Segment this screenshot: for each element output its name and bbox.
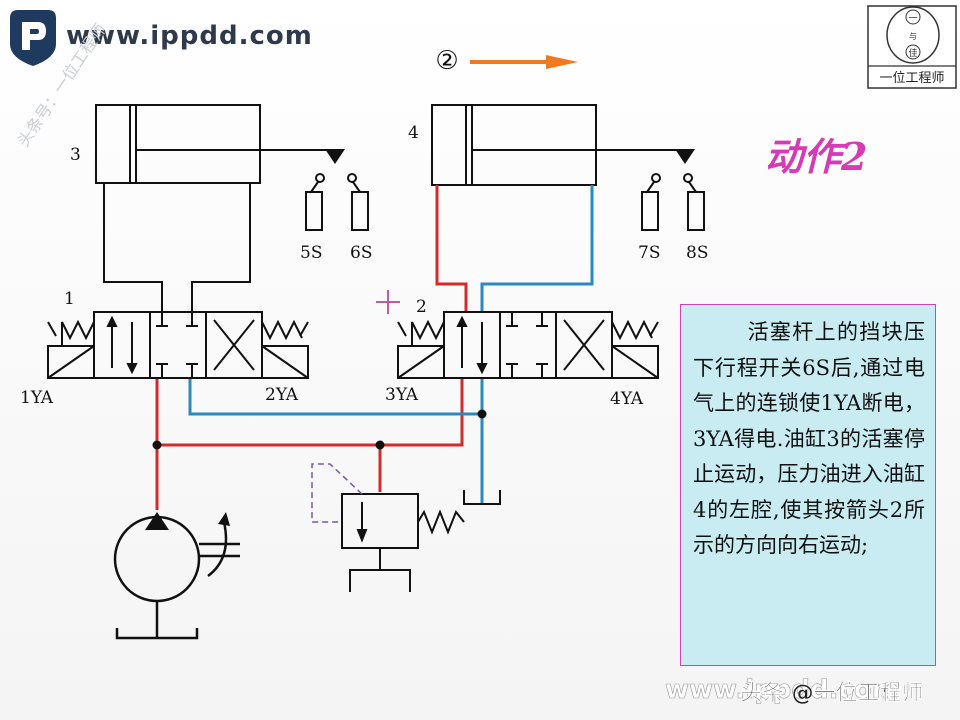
cylinder-3 <box>95 104 328 312</box>
solenoid-4ya-label: 4YA <box>610 389 644 409</box>
cylinder-3-label: 3 <box>70 145 81 165</box>
limit-switch-5s <box>305 173 325 231</box>
pressure-line <box>155 185 468 510</box>
limit-switch-7s <box>641 173 661 231</box>
pump-symbol <box>113 512 240 640</box>
solenoid-2ya-label: 2YA <box>265 385 299 405</box>
switch-6s-label: 6S <box>350 243 372 263</box>
switch-5s-label: 5S <box>300 243 322 263</box>
action-title: 动作2 <box>765 134 867 179</box>
footer-watermark-author: 头条 @一位工程师 <box>740 680 924 706</box>
svg-text:一: 一 <box>908 14 917 24</box>
directional-valve-2 <box>397 311 659 379</box>
svg-text:佳: 佳 <box>908 47 917 59</box>
direction-arrow-icon <box>470 55 578 69</box>
return-line <box>188 185 594 504</box>
description-text: 活塞杆上的挡块压下行程开关6S后,通过电气上的连锁使1YA断电，3YA得电.油缸… <box>693 320 925 557</box>
description-panel: 活塞杆上的挡块压下行程开关6S后,通过电气上的连锁使1YA断电，3YA得电.油缸… <box>680 304 936 666</box>
valve-2-label: 2 <box>416 297 427 317</box>
junction-dot <box>477 409 487 419</box>
limit-switch-6s <box>347 173 369 231</box>
solenoid-3ya-label: 3YA <box>385 385 419 405</box>
seal-label: 一位工程师 <box>879 71 944 86</box>
junction-dot <box>152 440 162 450</box>
footer-watermark-url: www.ippdd.com <box>665 675 899 705</box>
directional-valve-1 <box>47 311 309 379</box>
pilot-line <box>311 463 363 523</box>
valve-1-label: 1 <box>64 289 75 309</box>
switch-7s-label: 7S <box>638 243 660 263</box>
junction-dot <box>375 440 385 450</box>
seal-stamp: 一 与 佳 一位工程师 <box>867 5 957 89</box>
site-url: www.ippdd.com <box>66 21 313 51</box>
limit-switch-8s <box>683 173 705 231</box>
tank-symbol <box>463 490 501 505</box>
svg-text:与: 与 <box>909 32 917 41</box>
stop-block-icon <box>675 149 695 164</box>
step-marker: ② <box>435 46 458 76</box>
relief-valve <box>341 493 465 592</box>
stop-block-icon <box>325 149 345 164</box>
cylinder-4-label: 4 <box>408 123 419 143</box>
cylinder-4 <box>431 104 678 186</box>
switch-8s-label: 8S <box>686 243 708 263</box>
cursor-crosshair-icon <box>376 290 400 314</box>
ippdd-logo-icon <box>10 10 56 66</box>
solenoid-1ya-label: 1YA <box>20 388 54 408</box>
